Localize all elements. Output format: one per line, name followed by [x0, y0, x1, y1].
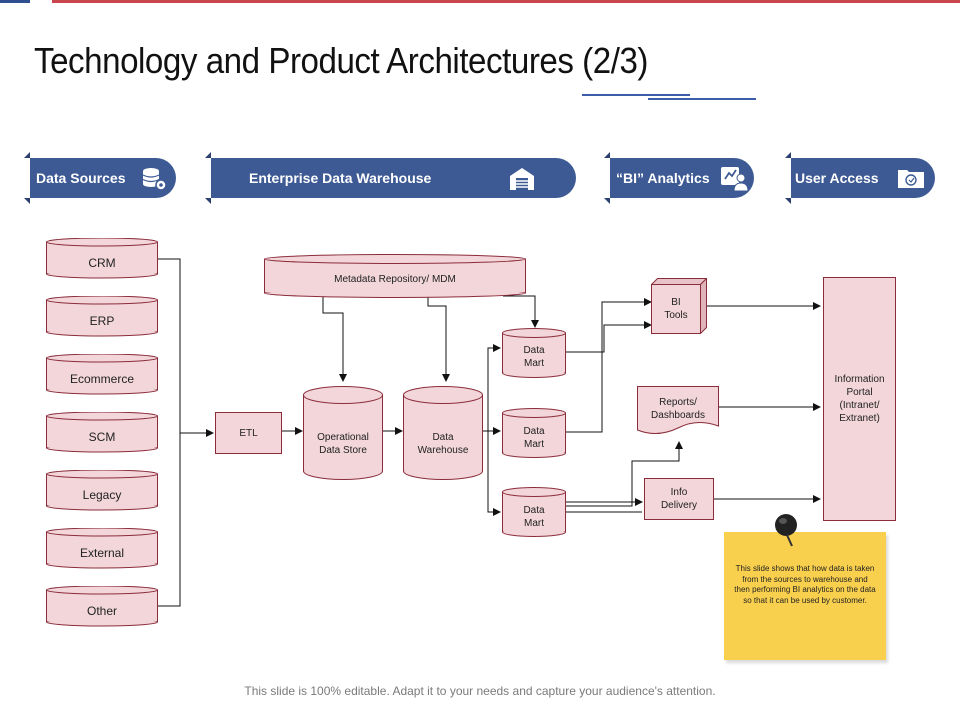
- banner-enterprise-data-warehouse: Enterprise Data Warehouse: [205, 152, 576, 204]
- banner-bi-analytics: “BI” Analytics: [604, 152, 754, 204]
- pushpin-icon: [775, 514, 797, 547]
- reports-label-line1: Reports/: [659, 397, 697, 408]
- bi-tools-label-line2: Tools: [664, 310, 688, 321]
- footer-note: This slide is 100% editable. Adapt it to…: [244, 684, 716, 698]
- sticky-note: This slide shows that how data is taken …: [724, 532, 886, 660]
- reports-label-line2: Dashboards: [651, 410, 705, 421]
- banner-label: “BI” Analytics: [616, 170, 710, 186]
- dw-label-line2: Warehouse: [417, 445, 469, 456]
- page-title: Technology and Product Architectures (2/…: [34, 40, 648, 81]
- analytics-user-icon: [721, 167, 748, 192]
- mart-label-line1: Data: [523, 426, 545, 437]
- banner-label: User Access: [795, 170, 879, 186]
- portal-label-line4: Extranet): [839, 413, 880, 424]
- source-label: Legacy: [82, 488, 122, 502]
- note-text: This slide shows that how data is taken …: [734, 564, 876, 605]
- cylinder-shape: [403, 386, 483, 480]
- title-underline: [582, 94, 690, 96]
- source-label: SCM: [88, 430, 116, 444]
- cylinder-shape: [502, 408, 566, 458]
- source-erp: ERP: [46, 296, 158, 337]
- folder-icon: [898, 170, 924, 188]
- operational-data-store: Operational Data Store: [303, 386, 383, 480]
- ods-label-line1: Operational: [317, 432, 369, 443]
- data-mart: Data Mart: [502, 487, 566, 537]
- source-label: External: [79, 546, 125, 560]
- portal-label-line3: (Intranet/: [839, 400, 880, 411]
- information-portal-box: Information Portal (Intranet/ Extranet): [823, 277, 896, 521]
- bi-tools: BI Tools: [650, 277, 708, 335]
- source-label: ERP: [89, 314, 115, 328]
- source-label: Other: [86, 604, 117, 618]
- source-scm: SCM: [46, 412, 158, 453]
- cylinder-shape: [502, 487, 566, 537]
- banner-user-access: User Access: [785, 152, 935, 204]
- etl-label: ETL: [239, 427, 258, 439]
- cylinder-shape: [46, 296, 158, 337]
- cylinder-shape: [46, 412, 158, 453]
- source-crm: CRM: [46, 238, 158, 279]
- info-label-line1: Info: [670, 487, 688, 498]
- metadata-repository: Metadata Repository/ MDM: [264, 254, 526, 298]
- mart-label-line2: Mart: [524, 518, 544, 529]
- warehouse-icon: [510, 168, 534, 190]
- source-label: CRM: [88, 256, 116, 270]
- source-ecommerce: Ecommerce: [46, 354, 158, 395]
- cylinder-shape: [502, 328, 566, 378]
- document-shape: [637, 386, 719, 434]
- title-underline: [648, 98, 756, 100]
- cylinder-shape: [264, 254, 526, 298]
- cube-shape: [650, 277, 708, 335]
- cylinder-shape: [46, 528, 158, 569]
- banner-label: Enterprise Data Warehouse: [249, 170, 432, 186]
- info-label-line2: Delivery: [660, 500, 698, 511]
- mart-label-line1: Data: [523, 505, 545, 516]
- source-external: External: [46, 528, 158, 569]
- cylinder-shape: [46, 586, 158, 627]
- reports-dashboards: Reports/ Dashboards: [637, 386, 719, 436]
- data-mart: Data Mart: [502, 408, 566, 458]
- bi-tools-label-line1: BI: [671, 297, 681, 308]
- data-mart: Data Mart: [502, 328, 566, 378]
- data-warehouse: Data Warehouse: [403, 386, 483, 480]
- database-gear-icon: [142, 168, 167, 191]
- mart-label-line2: Mart: [524, 439, 544, 450]
- metadata-label: Metadata Repository/ MDM: [334, 274, 456, 285]
- banner-label: Data Sources: [36, 170, 126, 186]
- source-other: Other: [46, 586, 158, 627]
- top-accent-bar-blue: [0, 0, 30, 3]
- cylinder-shape: [303, 386, 383, 480]
- cylinder-shape: [46, 238, 158, 279]
- mart-label-line2: Mart: [524, 358, 544, 369]
- mart-label-line1: Data: [523, 345, 545, 356]
- source-label: Ecommerce: [69, 372, 134, 386]
- ods-label-line2: Data Store: [319, 445, 367, 456]
- cylinder-shape: [46, 354, 158, 395]
- banner-data-sources: Data Sources: [24, 152, 176, 204]
- top-accent-bar-red: [52, 0, 960, 3]
- portal-label-line2: Portal: [846, 387, 873, 398]
- portal-label-line1: Information: [834, 374, 885, 385]
- dw-label-line1: Data: [432, 432, 454, 443]
- source-legacy: Legacy: [46, 470, 158, 511]
- cylinder-shape: [46, 470, 158, 511]
- info-delivery-box: Info Delivery: [644, 478, 714, 520]
- etl-box: ETL: [215, 412, 282, 454]
